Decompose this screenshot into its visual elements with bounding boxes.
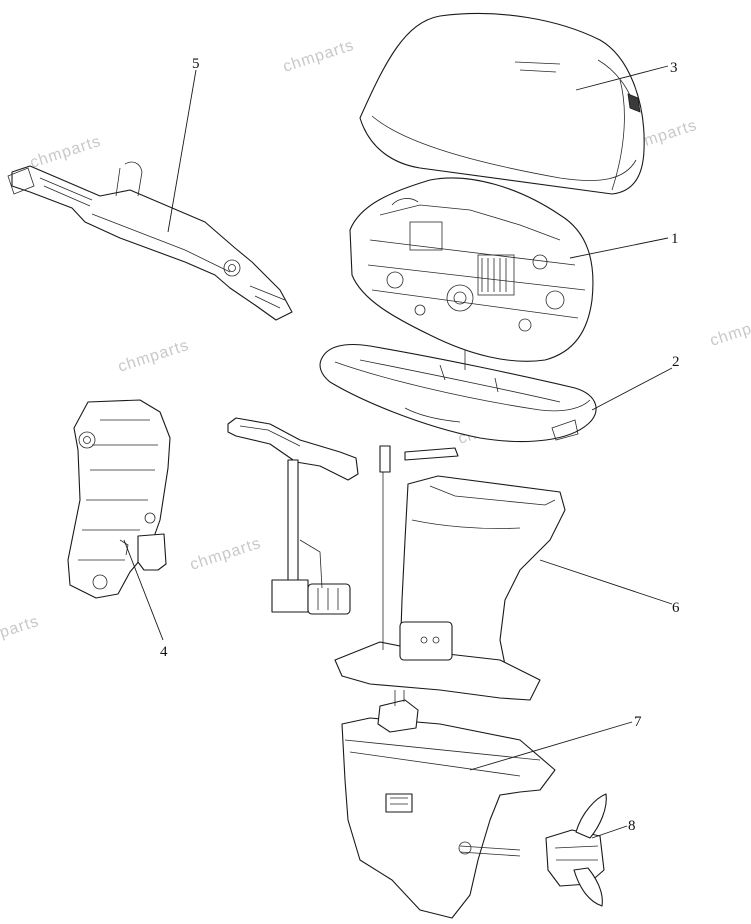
callout-2: 2 [672, 354, 680, 370]
callout-4: 4 [160, 644, 168, 660]
leader-2 [591, 367, 673, 411]
watermark: chmparts [708, 311, 751, 350]
leader-3 [575, 65, 669, 91]
leader-7 [469, 721, 633, 771]
watermark: chmparts [116, 337, 191, 376]
callout-7: 7 [634, 714, 642, 730]
leader-8 [591, 825, 628, 839]
callout-labels: 1 2 3 4 5 6 7 8 [160, 56, 680, 834]
part-engine-assembly [349, 177, 594, 362]
part-bottom-cowling [319, 343, 597, 443]
callout-3: 3 [670, 60, 678, 76]
part-shift-linkage [227, 417, 359, 615]
callout-1: 1 [671, 231, 679, 247]
part-top-cowling [359, 12, 645, 195]
watermark: chmparts [28, 133, 103, 172]
watermark: chmparts [281, 37, 356, 76]
part-tiller-handle [7, 161, 293, 321]
callout-5: 5 [192, 56, 200, 72]
callout-8: 8 [628, 818, 636, 834]
leader-6 [539, 559, 673, 605]
watermark: chmparts [0, 613, 41, 652]
leader-5 [167, 69, 197, 233]
part-midsection-housing [334, 445, 566, 701]
leader-4 [123, 539, 164, 641]
watermark: chmparts [188, 535, 263, 574]
callout-6: 6 [672, 600, 680, 616]
part-propeller [545, 793, 607, 907]
part-gearcase [341, 690, 556, 919]
part-swivel-bracket [67, 399, 171, 599]
leader-1 [569, 237, 669, 259]
leader-lines [123, 65, 673, 839]
